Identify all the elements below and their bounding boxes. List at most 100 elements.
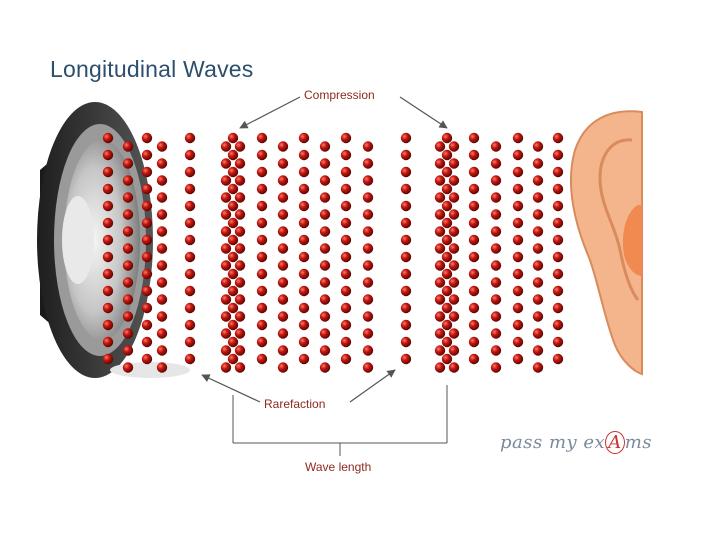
air-particle — [319, 243, 331, 254]
air-particle — [184, 200, 196, 212]
air-particle — [400, 268, 412, 280]
air-particle — [102, 268, 114, 280]
air-particle — [234, 209, 246, 220]
air-particle — [319, 192, 331, 203]
air-particle — [340, 353, 352, 365]
air-particle — [552, 251, 564, 263]
air-particle — [400, 217, 412, 229]
air-particle — [102, 285, 114, 297]
air-particle — [256, 183, 268, 195]
air-particle — [468, 319, 480, 331]
air-particle — [468, 353, 480, 365]
compression-label: Compression — [304, 88, 375, 102]
air-particle — [184, 353, 196, 365]
air-particle — [434, 226, 446, 237]
air-particle — [434, 328, 446, 339]
air-particle — [448, 277, 460, 288]
air-particle — [468, 217, 480, 229]
air-particle — [319, 362, 331, 373]
air-particle — [122, 328, 134, 339]
air-particle — [102, 353, 114, 365]
air-particle — [184, 302, 196, 314]
air-particle — [102, 251, 114, 263]
air-particle — [102, 217, 114, 229]
air-particle — [156, 141, 168, 152]
air-particle — [298, 183, 310, 195]
air-particle — [441, 200, 453, 212]
air-particle — [277, 311, 289, 322]
air-particle — [227, 302, 239, 314]
air-particle — [448, 345, 460, 356]
rarefaction-arrow-right — [349, 369, 396, 403]
air-particle — [234, 243, 246, 254]
air-particle — [552, 166, 564, 178]
air-particle — [220, 192, 232, 203]
air-particle — [532, 243, 544, 254]
air-particle — [227, 183, 239, 195]
air-particle — [448, 226, 460, 237]
air-particle — [362, 175, 374, 186]
air-particle — [319, 226, 331, 237]
air-particle — [490, 226, 502, 237]
air-particle — [184, 132, 196, 144]
air-particle — [340, 183, 352, 195]
air-particle — [277, 243, 289, 254]
air-particle — [184, 217, 196, 229]
air-particle — [490, 158, 502, 169]
air-particle — [340, 302, 352, 314]
air-particle — [184, 319, 196, 331]
air-particle — [277, 226, 289, 237]
air-particle — [256, 336, 268, 348]
air-particle — [298, 217, 310, 229]
air-particle — [156, 175, 168, 186]
air-particle — [512, 217, 524, 229]
air-particle — [122, 209, 134, 220]
air-particle — [256, 285, 268, 297]
air-particle — [532, 294, 544, 305]
air-particle — [277, 141, 289, 152]
air-particle — [512, 353, 524, 365]
air-particle — [340, 234, 352, 246]
air-particle — [434, 345, 446, 356]
air-particle — [256, 200, 268, 212]
air-particle — [434, 362, 446, 373]
compression-arrow-left — [239, 96, 301, 129]
air-particle — [441, 251, 453, 263]
air-particle — [220, 158, 232, 169]
air-particle — [490, 141, 502, 152]
air-particle — [319, 141, 331, 152]
air-particle — [434, 294, 446, 305]
air-particle — [220, 328, 232, 339]
air-particle — [277, 175, 289, 186]
air-particle — [220, 362, 232, 373]
air-particle — [220, 226, 232, 237]
air-particle — [448, 158, 460, 169]
wavelength-bracket — [232, 385, 448, 456]
air-particle — [227, 234, 239, 246]
air-particle — [184, 251, 196, 263]
air-particle — [220, 260, 232, 271]
air-particle — [102, 166, 114, 178]
air-particle — [277, 345, 289, 356]
air-particle — [141, 302, 153, 314]
air-particle — [434, 277, 446, 288]
air-particle — [512, 166, 524, 178]
air-particle — [490, 175, 502, 186]
air-particle — [298, 251, 310, 263]
air-particle — [400, 251, 412, 263]
air-particle — [227, 217, 239, 229]
air-particle — [227, 268, 239, 280]
air-particle — [434, 243, 446, 254]
air-particle — [468, 183, 480, 195]
air-particle — [122, 226, 134, 237]
air-particle — [220, 294, 232, 305]
diagram-title: Longitudinal Waves — [50, 56, 254, 82]
air-particle — [400, 132, 412, 144]
air-particle — [319, 277, 331, 288]
air-particle — [468, 268, 480, 280]
air-particle — [362, 277, 374, 288]
air-particle — [227, 149, 239, 161]
compression-arrow-right — [399, 96, 448, 129]
air-particle — [184, 183, 196, 195]
air-particle — [340, 251, 352, 263]
